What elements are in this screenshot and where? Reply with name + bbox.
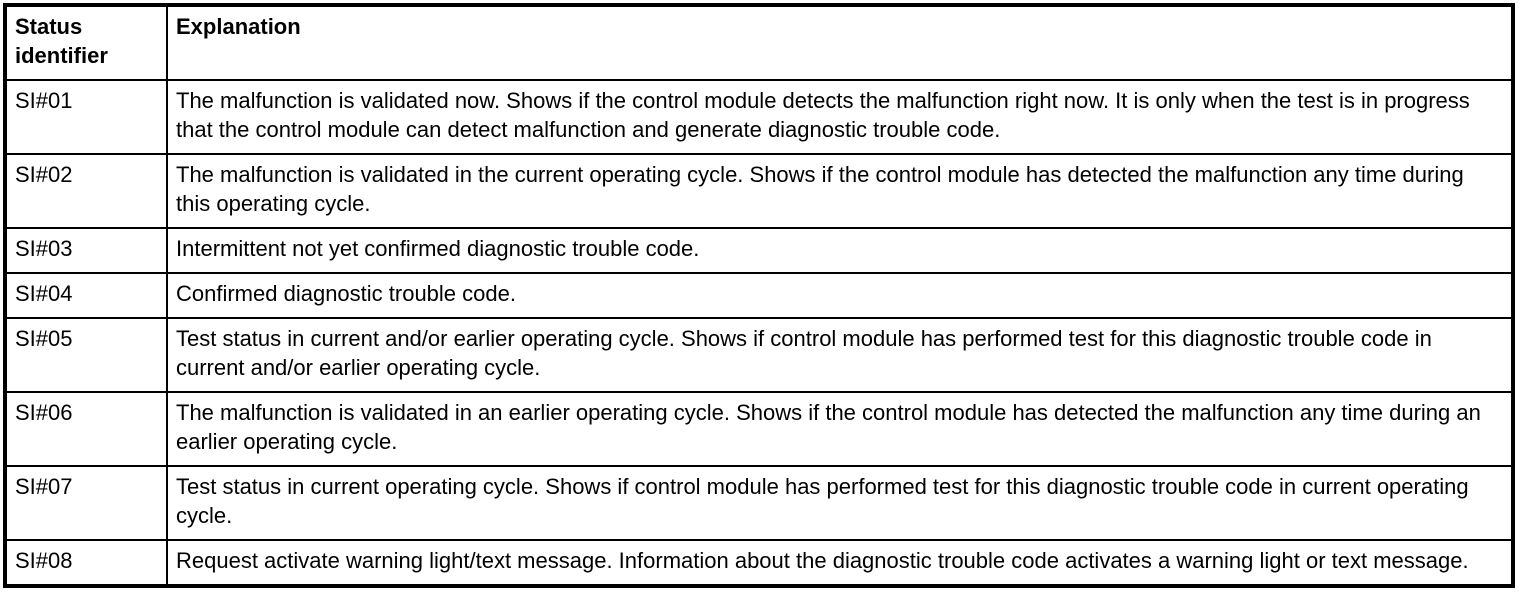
explanation-cell: Test status in current operating cycle. … <box>166 465 1514 541</box>
status-identifier-cell: SI#04 <box>4 272 168 319</box>
table-row: SI#02 The malfunction is validated in th… <box>4 153 1514 229</box>
explanation-cell: The malfunction is validated now. Shows … <box>166 79 1514 155</box>
explanation-cell: Request activate warning light/text mess… <box>166 539 1514 587</box>
explanation-column-header: Explanation <box>166 4 1514 81</box>
status-identifier-cell: SI#07 <box>4 465 168 541</box>
explanation-cell: Intermittent not yet confirmed diagnosti… <box>166 227 1514 274</box>
table-header-row: Status identifier Explanation <box>4 4 1514 81</box>
status-identifier-cell: SI#01 <box>4 79 168 155</box>
table-row: SI#08 Request activate warning light/tex… <box>4 539 1514 587</box>
status-identifier-table: Status identifier Explanation SI#01 The … <box>3 3 1515 588</box>
table-row: SI#05 Test status in current and/or earl… <box>4 317 1514 393</box>
status-identifier-cell: SI#03 <box>4 227 168 274</box>
table-row: SI#03 Intermittent not yet confirmed dia… <box>4 227 1514 274</box>
table-row: SI#04 Confirmed diagnostic trouble code. <box>4 272 1514 319</box>
status-identifier-cell: SI#08 <box>4 539 168 587</box>
explanation-cell: Confirmed diagnostic trouble code. <box>166 272 1514 319</box>
table-row: SI#06 The malfunction is validated in an… <box>4 391 1514 467</box>
status-identifier-cell: SI#05 <box>4 317 168 393</box>
explanation-cell: The malfunction is validated in an earli… <box>166 391 1514 467</box>
explanation-cell: The malfunction is validated in the curr… <box>166 153 1514 229</box>
table-row: SI#01 The malfunction is validated now. … <box>4 79 1514 155</box>
table-row: SI#07 Test status in current operating c… <box>4 465 1514 541</box>
explanation-cell: Test status in current and/or earlier op… <box>166 317 1514 393</box>
status-identifier-cell: SI#02 <box>4 153 168 229</box>
status-identifier-column-header: Status identifier <box>4 4 168 81</box>
status-identifier-cell: SI#06 <box>4 391 168 467</box>
